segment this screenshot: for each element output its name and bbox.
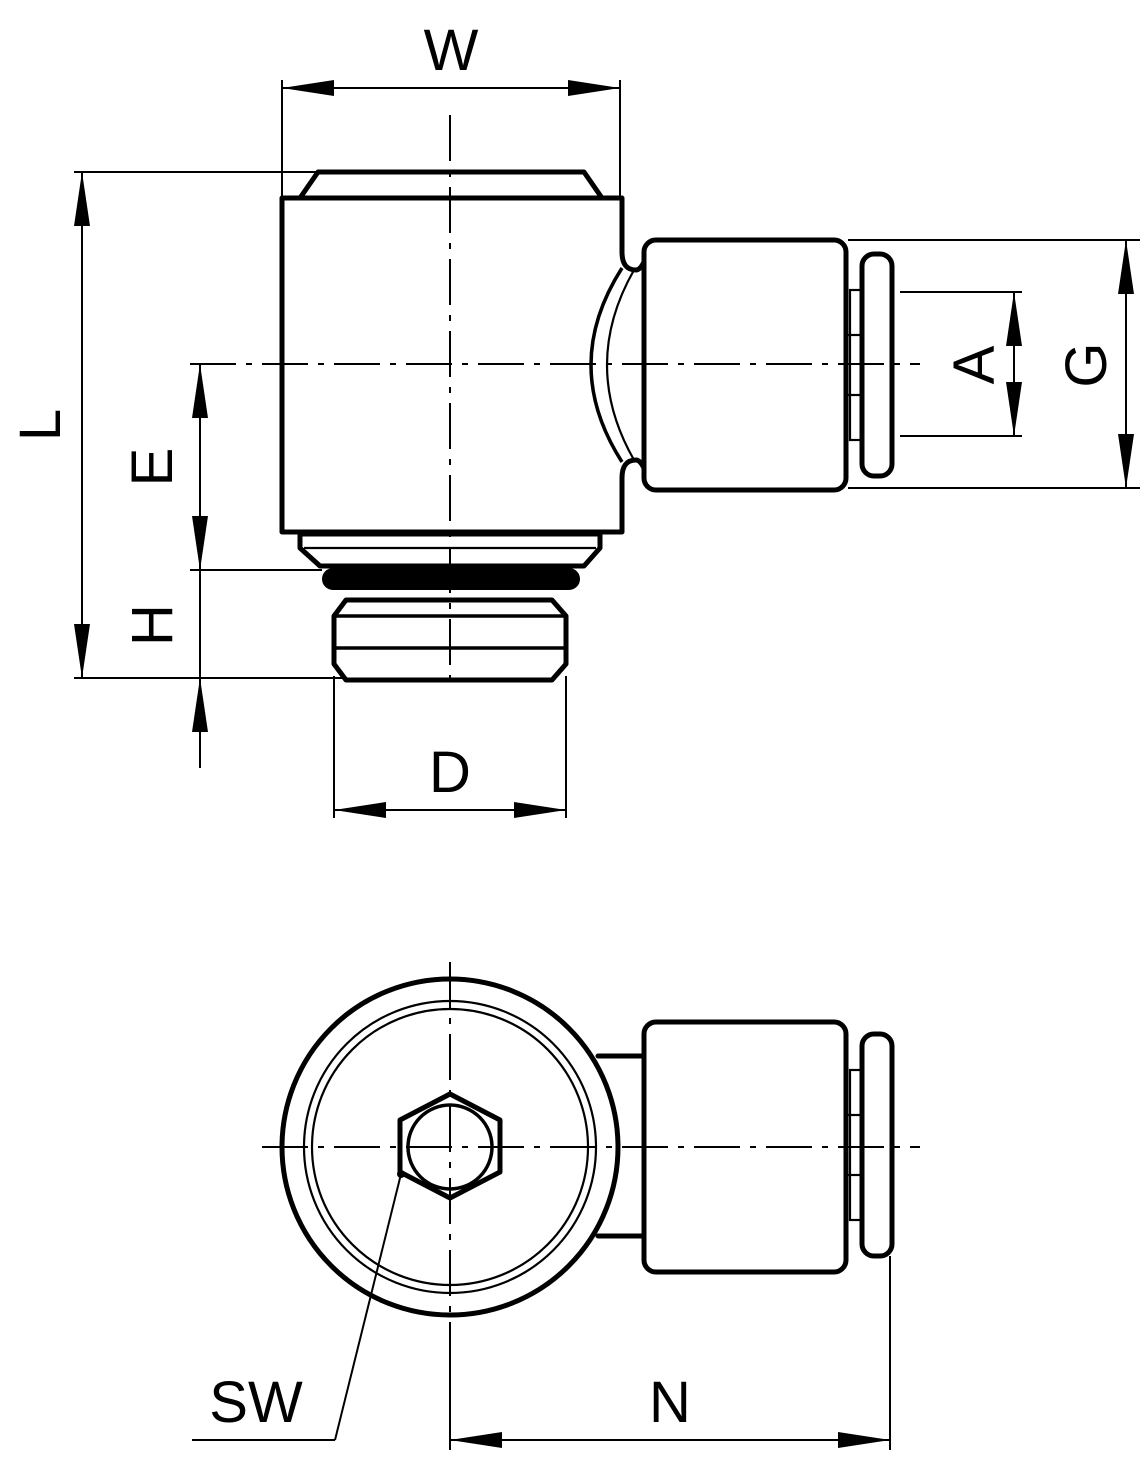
- arrow-icon: [334, 802, 386, 818]
- arrow-icon: [192, 678, 208, 732]
- dimension-label-w: W: [424, 18, 479, 83]
- dimensions-plan-view: SW N: [192, 1170, 891, 1450]
- arrow-icon: [568, 80, 620, 96]
- dimension-label-h: H: [120, 604, 185, 646]
- dimension-label-a: A: [942, 345, 1007, 384]
- arrow-icon: [838, 1432, 890, 1448]
- arrow-icon: [1118, 240, 1134, 294]
- dimension-label-g: G: [1054, 342, 1119, 387]
- plan-view: [262, 962, 920, 1340]
- arrow-icon: [192, 364, 208, 418]
- arrow-icon: [450, 1432, 502, 1448]
- arrow-icon: [192, 516, 208, 570]
- arrow-icon: [1118, 434, 1134, 488]
- arrow-icon: [74, 172, 90, 226]
- dimension-label-d: D: [429, 740, 471, 805]
- arrow-icon: [514, 802, 566, 818]
- arrow-icon: [74, 624, 90, 678]
- arrow-icon: [282, 80, 334, 96]
- dimension-label-n: N: [649, 1370, 691, 1435]
- dimension-label-e: E: [120, 448, 185, 487]
- push-in-sleeve: [641, 237, 849, 493]
- dimension-label-sw: SW: [209, 1370, 303, 1435]
- side-view: [190, 115, 920, 690]
- sw-leader-line: [334, 1173, 402, 1441]
- arrow-icon: [1006, 382, 1022, 436]
- dimension-label-l: L: [8, 409, 73, 441]
- dimensions-side-view: W L E H D A: [8, 18, 1140, 818]
- plan-release-collet: [859, 1031, 895, 1259]
- plan-push-in-sleeve: [641, 1019, 849, 1275]
- plan-collet-inner: [848, 1068, 864, 1222]
- arrow-icon: [1006, 292, 1022, 346]
